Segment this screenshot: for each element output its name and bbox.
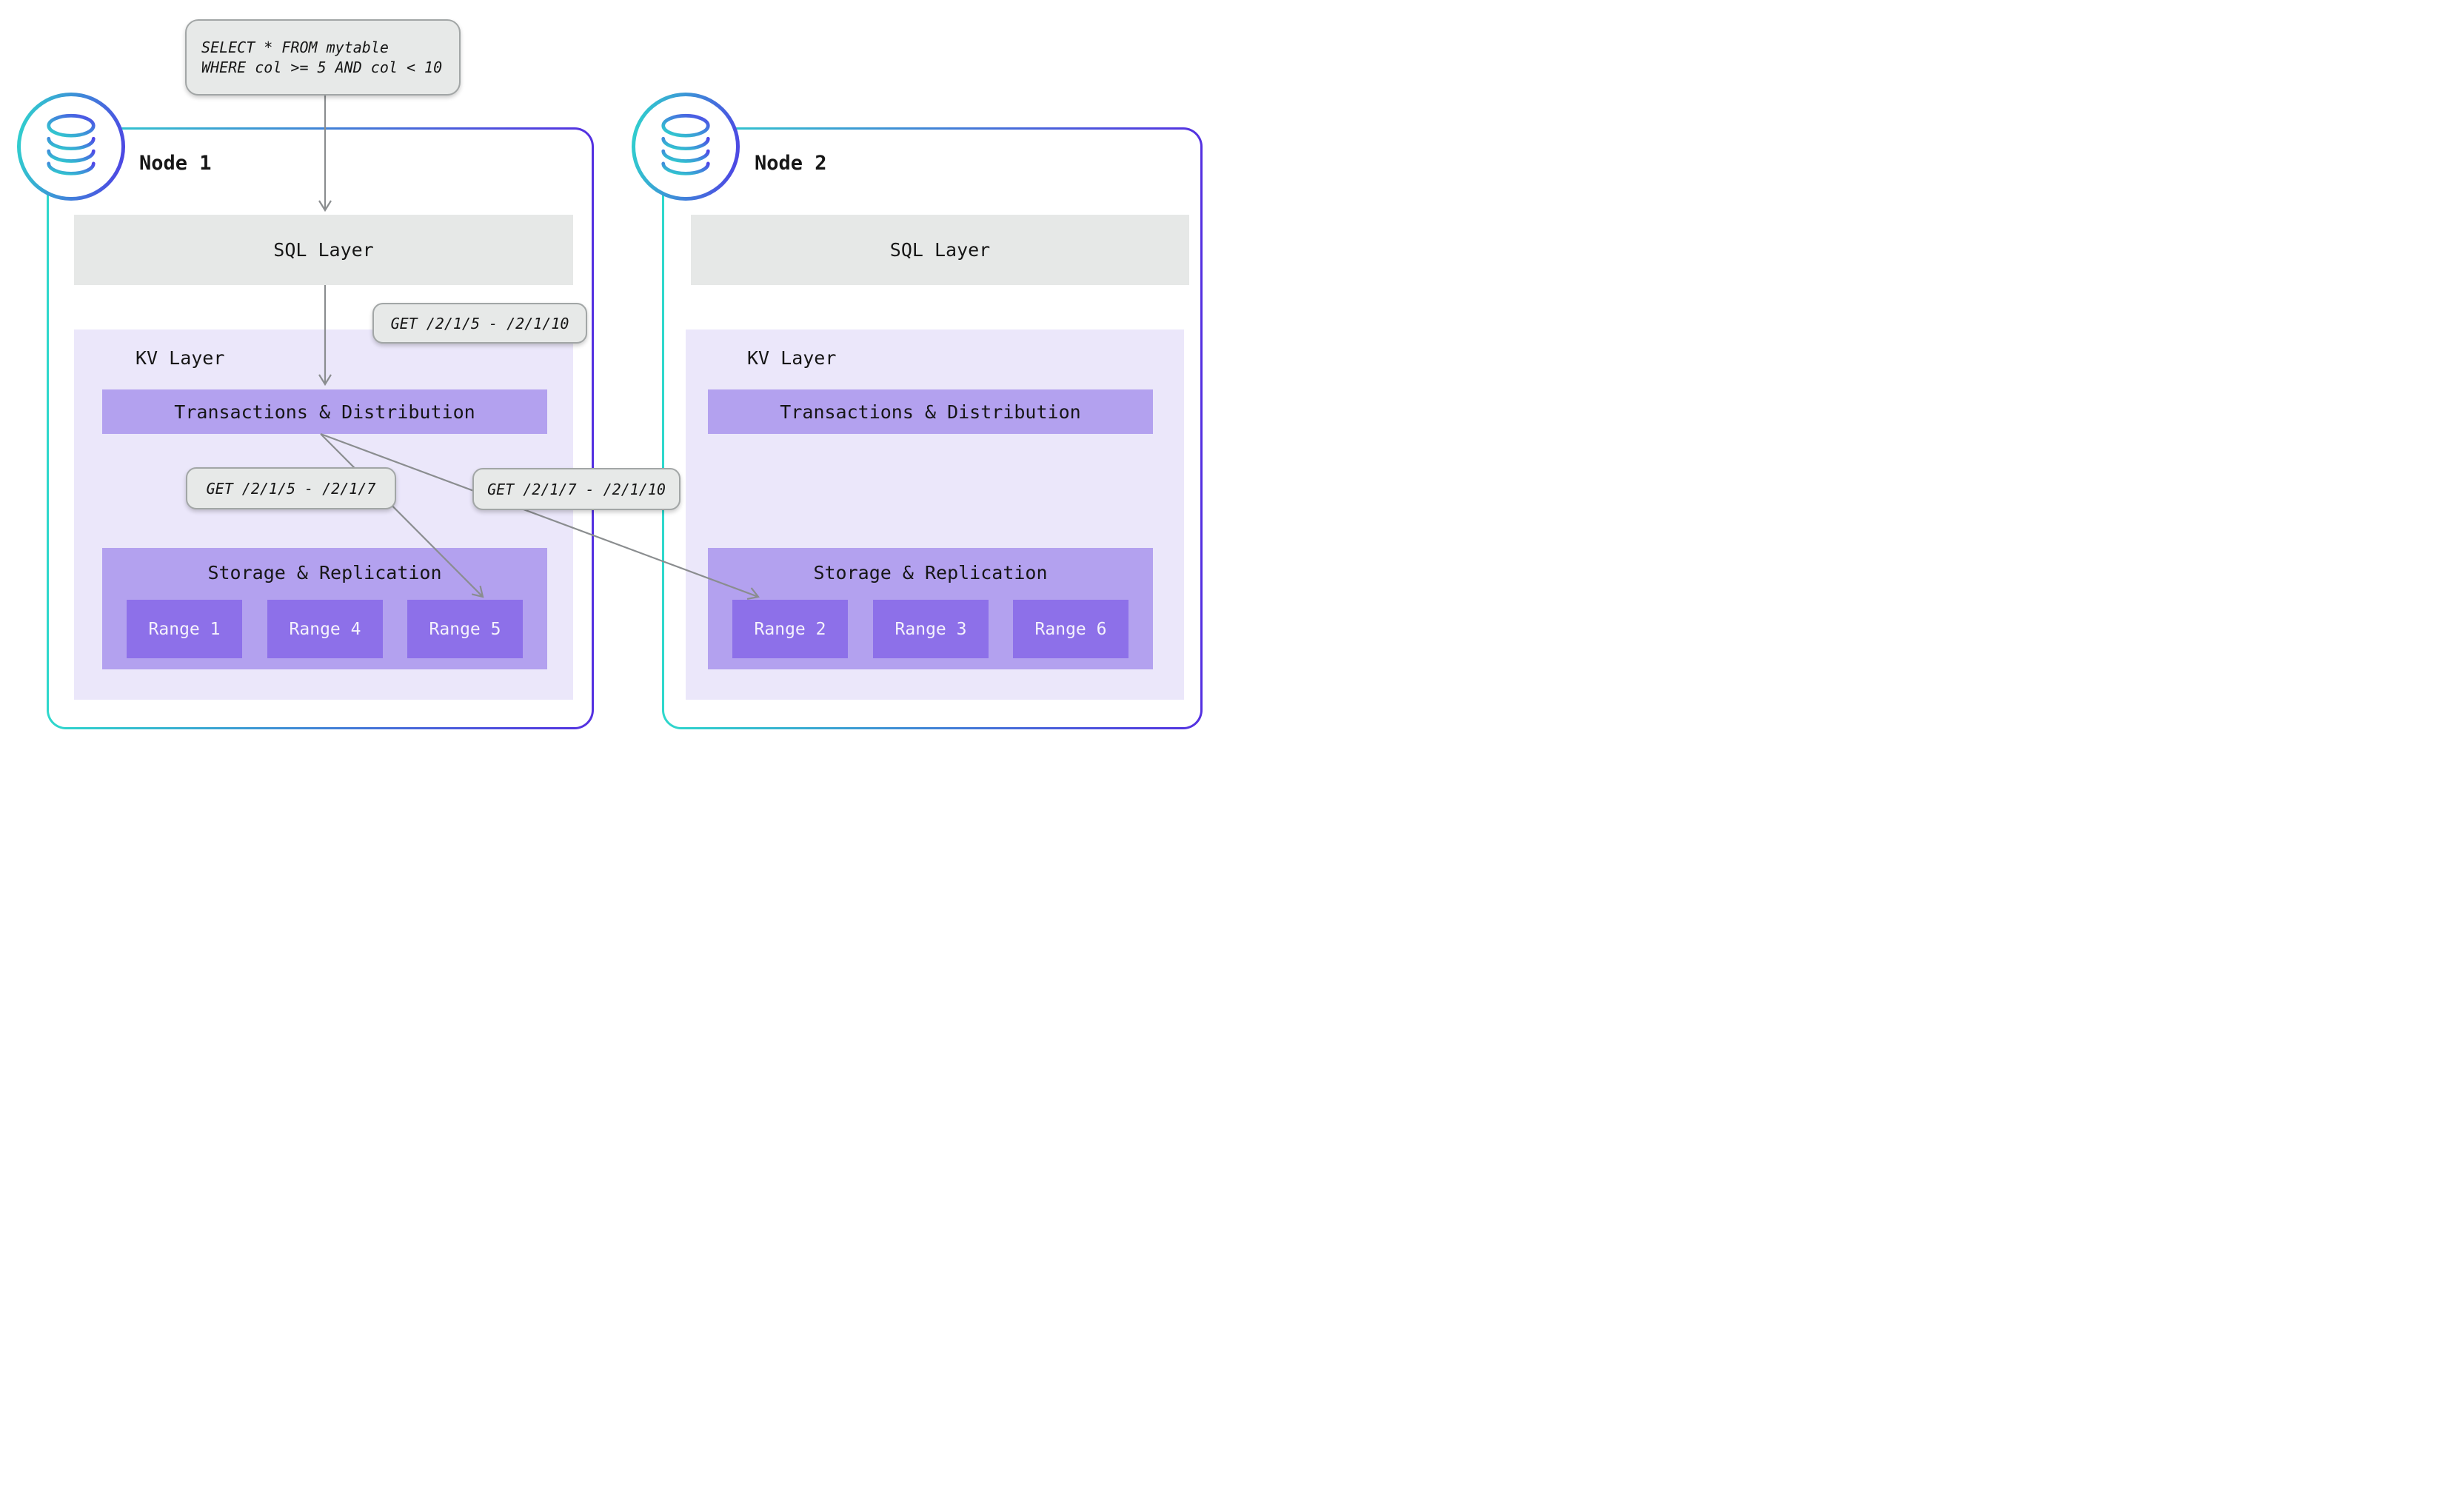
- node-title: Node 2: [755, 152, 827, 175]
- sql-layer: SQL Layer: [74, 215, 573, 285]
- range-box: Range 4: [267, 600, 383, 658]
- database-icon: [661, 113, 710, 175]
- transactions-bar: Transactions & Distribution: [708, 389, 1153, 434]
- transactions-label: Transactions & Distribution: [780, 401, 1081, 423]
- database-badge-inner: [635, 96, 736, 197]
- kv-layer: KV Layer Transactions & Distribution Sto…: [74, 330, 573, 700]
- range-box: Range 6: [1013, 600, 1128, 658]
- range-box: Range 1: [127, 600, 242, 658]
- range-label: Range 3: [895, 619, 967, 639]
- range-label: Range 6: [1034, 619, 1107, 639]
- range-label: Range 2: [754, 619, 826, 639]
- database-badge: [17, 93, 125, 201]
- sql-layer: SQL Layer: [691, 215, 1189, 285]
- storage-box: Storage & Replication Range 2 Range 3 Ra…: [708, 548, 1153, 669]
- get-request-left-callout: GET /2/1/5 - /2/1/7: [186, 467, 396, 509]
- range-box: Range 3: [873, 600, 989, 658]
- node-1: Node 1 SQL Layer KV Layer Transactions &…: [47, 127, 594, 729]
- transactions-bar: Transactions & Distribution: [102, 389, 547, 434]
- database-icon: [47, 113, 96, 175]
- database-badge-inner: [21, 96, 121, 197]
- transactions-label: Transactions & Distribution: [174, 401, 475, 423]
- sql-query-line-1: SELECT * FROM mytable: [201, 38, 389, 56]
- sql-query-callout: SELECT * FROM mytable WHERE col >= 5 AND…: [185, 19, 461, 96]
- node-title: Node 1: [139, 152, 212, 175]
- get-request-right-callout: GET /2/1/7 - /2/1/10: [472, 468, 681, 510]
- kv-layer: KV Layer Transactions & Distribution Sto…: [686, 330, 1184, 700]
- range-label: Range 5: [429, 619, 501, 639]
- sql-layer-label: SQL Layer: [889, 239, 991, 261]
- node-2: Node 2 SQL Layer KV Layer Transactions &…: [662, 127, 1203, 729]
- database-badge: [632, 93, 740, 201]
- range-label: Range 1: [148, 619, 221, 639]
- storage-label: Storage & Replication: [813, 562, 1048, 583]
- storage-box: Storage & Replication Range 1 Range 4 Ra…: [102, 548, 547, 669]
- node-1-body: Node 1 SQL Layer KV Layer Transactions &…: [49, 130, 592, 727]
- get-request-full-callout: GET /2/1/5 - /2/1/10: [372, 303, 587, 344]
- node-2-body: Node 2 SQL Layer KV Layer Transactions &…: [664, 130, 1200, 727]
- sql-layer-label: SQL Layer: [273, 239, 374, 261]
- kv-layer-label: KV Layer: [136, 347, 225, 369]
- kv-layer-label: KV Layer: [747, 347, 837, 369]
- sql-query-line-2: WHERE col >= 5 AND col < 10: [201, 58, 443, 76]
- range-box: Range 2: [732, 600, 848, 658]
- storage-label: Storage & Replication: [207, 562, 442, 583]
- range-box: Range 5: [407, 600, 523, 658]
- range-label: Range 4: [289, 619, 361, 639]
- diagram-canvas: SELECT * FROM mytable WHERE col >= 5 AND…: [0, 0, 1226, 756]
